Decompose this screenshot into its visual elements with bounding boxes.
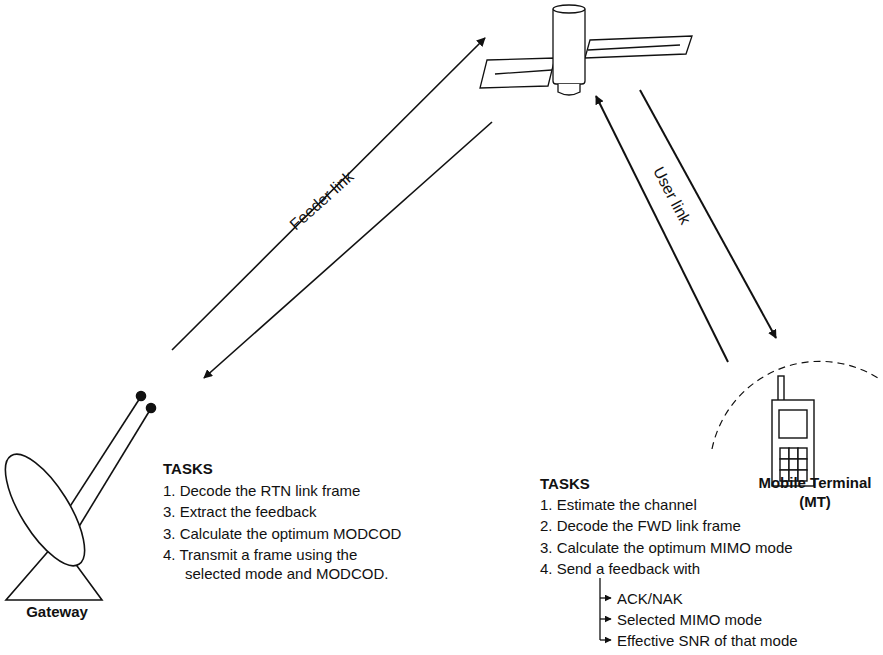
task-item: 1. Decode the RTN link frame	[163, 481, 360, 500]
feedback-item: Effective SNR of that mode	[617, 631, 798, 650]
task-item: 3. Calculate the optimum MODCOD	[163, 524, 401, 543]
task-item: 3. Calculate the optimum MIMO mode	[540, 538, 793, 557]
gateway-dish-icon	[0, 392, 156, 601]
task-item: 4. Transmit a frame using the selected m…	[163, 545, 403, 583]
station-label: Mobile Terminal (MT)	[750, 473, 880, 511]
task-item: 1. Estimate the channel	[540, 495, 697, 514]
feeder-downlink-arrow	[204, 122, 492, 378]
feedback-list-arrows	[600, 578, 611, 640]
user-uplink-arrow	[596, 96, 728, 362]
feedback-item: Selected MIMO mode	[617, 610, 762, 629]
task-item: 3. Extract the feedback	[163, 502, 316, 521]
tasks-heading: TASKS	[540, 474, 590, 493]
feedback-item: ACK/NAK	[617, 589, 683, 608]
mobile-terminal-icon	[772, 376, 814, 486]
tasks-heading: TASKS	[163, 459, 213, 478]
link-label: Feeder link	[286, 166, 358, 233]
task-item: 2. Decode the FWD link frame	[540, 516, 741, 535]
user-downlink-arrow	[640, 90, 776, 338]
satellite-icon	[480, 5, 692, 95]
station-label: Gateway	[12, 602, 102, 621]
feeder-uplink-arrow	[172, 38, 485, 350]
task-item: 4. Send a feedback with	[540, 559, 700, 578]
